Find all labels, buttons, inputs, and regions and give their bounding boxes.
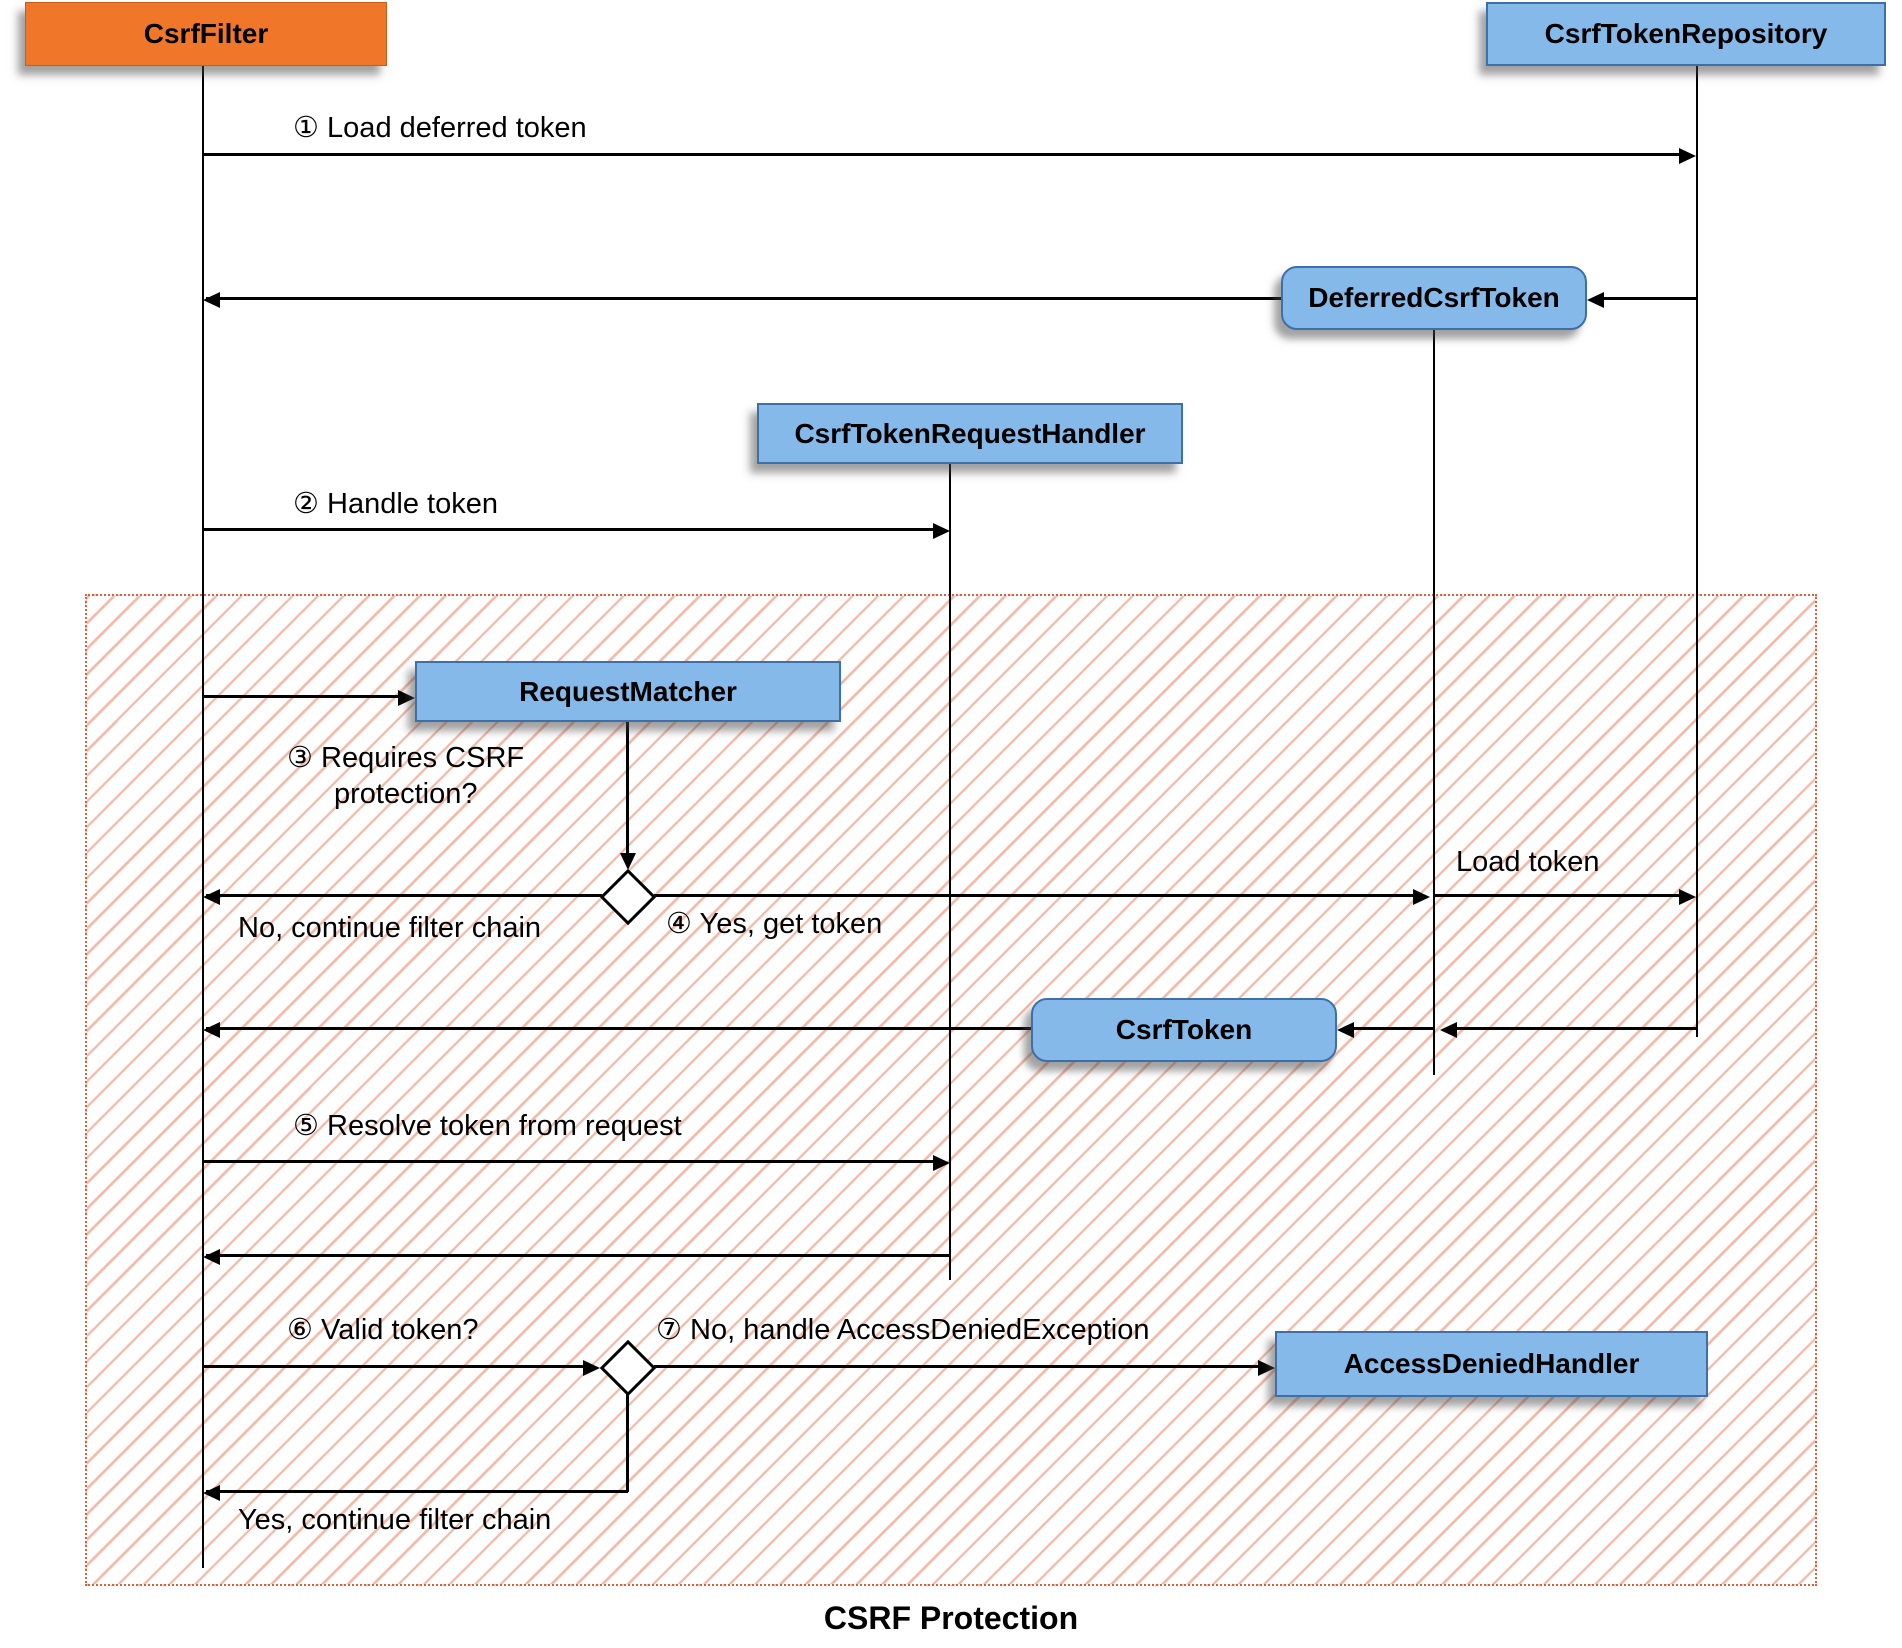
- arrowhead-yes-continue-filter-chain: [203, 1485, 220, 1501]
- line-resolve-token: [203, 1160, 934, 1163]
- arrowhead-load-token: [1679, 889, 1696, 905]
- arrowhead-into-decision-2: [583, 1360, 600, 1376]
- arrowhead-no-handle-access-denied: [1258, 1360, 1275, 1376]
- arrowhead-to-request-matcher: [398, 690, 415, 706]
- node-csrf-filter: CsrfFilter: [25, 2, 387, 66]
- node-csrf-token-request-handler: CsrfTokenRequestHandler: [757, 403, 1183, 464]
- line-no-continue-filter-chain: [206, 894, 602, 897]
- arrowhead-yes-get-token: [1413, 889, 1430, 905]
- node-access-denied-handler: AccessDeniedHandler: [1275, 1331, 1708, 1397]
- line-load-token: [1434, 894, 1680, 897]
- line-return-deferred-b: [206, 297, 1281, 300]
- line-return-deferred-a: [1600, 297, 1696, 300]
- node-csrf-token-repository-label: CsrfTokenRepository: [1544, 18, 1828, 49]
- node-csrf-token-label: CsrfToken: [1115, 1014, 1253, 1045]
- line-handle-token: [203, 528, 935, 531]
- arrowhead-resolve-token: [933, 1155, 950, 1171]
- label-no-continue-filter-chain: No, continue filter chain: [238, 912, 542, 944]
- lifeline-csrf-token-repository: [1696, 66, 1698, 1037]
- line-csrf-token-b: [1352, 1027, 1433, 1030]
- label-yes-continue-filter-chain: Yes, continue filter chain: [238, 1504, 552, 1536]
- arrowhead-deferred-to-filter: [203, 292, 220, 308]
- label-handle-token: ② Handle token: [293, 488, 498, 520]
- label-valid-token: ⑥ Valid token?: [287, 1314, 479, 1346]
- diagram-caption: CSRF Protection: [823, 1600, 1079, 1636]
- node-deferred-csrf-token-label: DeferredCsrfToken: [1308, 282, 1560, 313]
- label-load-token: Load token: [1456, 846, 1600, 878]
- arrowhead-handler-return: [203, 1249, 220, 1265]
- node-request-matcher: RequestMatcher: [415, 661, 841, 722]
- line-request-matcher-to-decision: [626, 722, 629, 854]
- arrowhead-load-deferred-token: [1679, 148, 1696, 164]
- arrowhead-into-decision-1: [620, 853, 636, 870]
- line-to-request-matcher: [203, 695, 399, 698]
- label-load-deferred-token: ① Load deferred token: [293, 112, 587, 144]
- node-request-matcher-label: RequestMatcher: [519, 675, 737, 707]
- node-csrf-token: CsrfToken: [1031, 998, 1337, 1062]
- label-resolve-token: ⑤ Resolve token from request: [293, 1110, 682, 1142]
- node-deferred-csrf-token: DeferredCsrfToken: [1281, 266, 1587, 330]
- arrowhead-handle-token: [933, 523, 950, 539]
- label-yes-get-token: ④ Yes, get token: [666, 908, 883, 940]
- line-yes-get-token: [654, 894, 1414, 897]
- line-yes-continue-filter-chain: [206, 1490, 628, 1493]
- line-csrf-token-c: [206, 1027, 1031, 1030]
- node-csrf-filter-label: CsrfFilter: [143, 18, 269, 49]
- arrowhead-csrf-token-to-filter: [203, 1022, 220, 1038]
- label-requires-csrf-line2: protection?: [334, 778, 478, 810]
- line-valid-token: [203, 1365, 584, 1368]
- line-load-deferred-token: [203, 153, 1680, 156]
- lifeline-csrf-token-request-handler: [949, 464, 951, 1280]
- arrowhead-repo-to-deferred: [1440, 1022, 1457, 1038]
- arrowhead-into-deferred-box: [1587, 292, 1604, 308]
- label-no-handle-access-denied: ⑦ No, handle AccessDeniedException: [656, 1314, 1150, 1346]
- csrf-protection-region: [85, 594, 1817, 1586]
- arrowhead-into-csrf-token-box: [1337, 1022, 1354, 1038]
- node-access-denied-handler-label: AccessDeniedHandler: [1343, 1348, 1640, 1379]
- lifeline-csrf-filter: [202, 66, 204, 1568]
- node-csrf-token-repository: CsrfTokenRepository: [1486, 2, 1886, 66]
- arrowhead-no-continue-filter-chain: [203, 889, 220, 905]
- label-requires-csrf-line1: ③ Requires CSRF: [287, 742, 525, 774]
- line-csrf-token-a: [1456, 1027, 1696, 1030]
- line-no-handle-access-denied: [654, 1365, 1259, 1368]
- line-handler-return: [206, 1254, 950, 1257]
- lifeline-deferred-csrf-token: [1433, 330, 1435, 1075]
- node-csrf-token-request-handler-label: CsrfTokenRequestHandler: [794, 417, 1146, 449]
- line-decision-2-down: [626, 1394, 629, 1492]
